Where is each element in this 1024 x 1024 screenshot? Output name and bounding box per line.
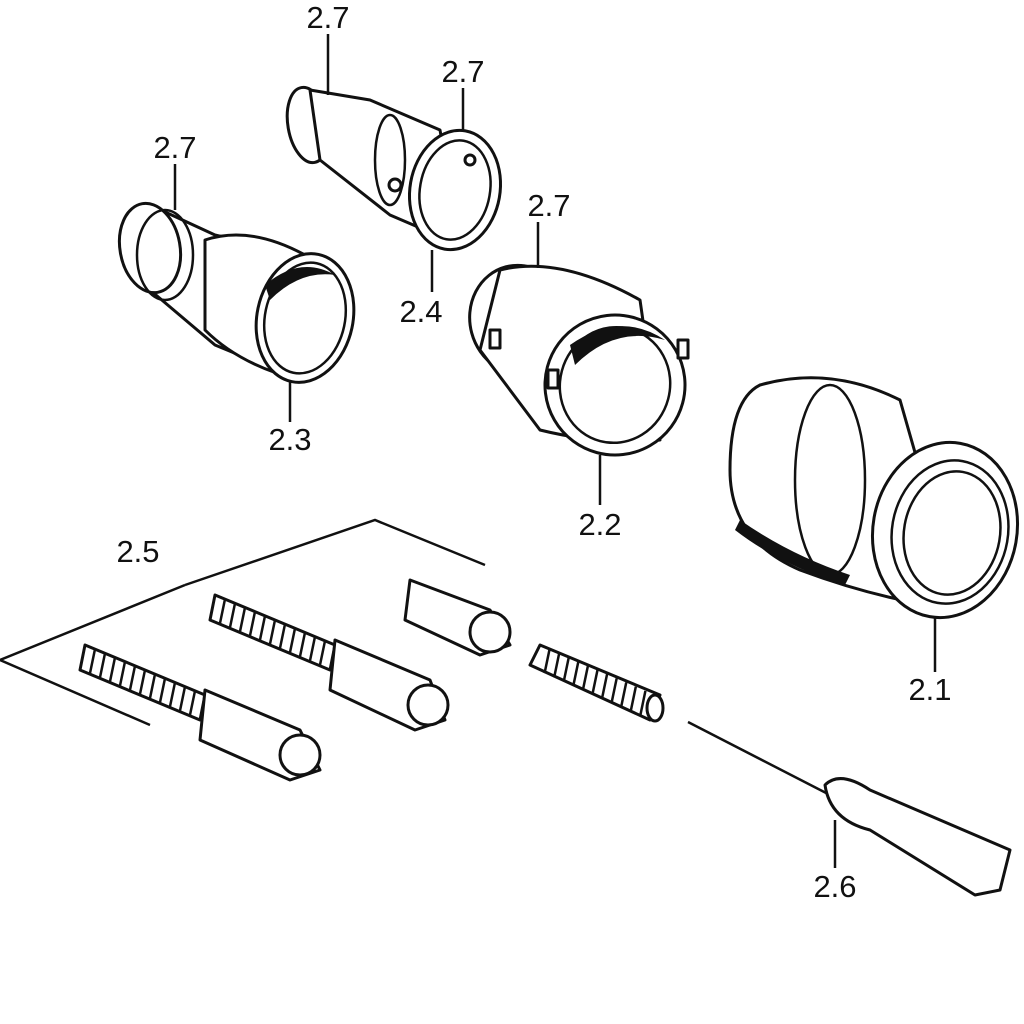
thread-line [268,619,277,645]
thread-line [188,690,197,716]
leader-lines [173,34,937,868]
label-2-4: 2.4 [399,294,443,329]
thread-line [308,636,317,661]
part-2-4-cartridge [285,85,503,252]
hex-nut [403,578,512,657]
thread-line [639,690,647,716]
part-2-1-housing [728,376,1020,620]
thread-line [128,665,137,691]
label-2-1: 2.1 [908,672,952,707]
screw-left [78,643,322,782]
thread-line [118,661,127,686]
thread-line [572,661,580,686]
label-2-6: 2.6 [813,869,857,904]
label-2-7-cartridge-2-3: 2.7 [153,130,197,165]
thread-line [108,657,117,682]
thread-line [218,598,227,624]
thread-line [600,673,609,699]
set-screw [528,643,665,723]
thread-line [278,623,287,649]
thread-line [238,607,247,632]
part-2-3-cartridge [117,201,356,384]
thread-line [248,611,257,636]
part-2-5-bracket-lines [0,518,486,727]
label-2-7-top: 2.7 [306,0,350,35]
thread-line [620,682,628,707]
thread-line [543,648,551,674]
thread-line [148,673,157,699]
thread-line [610,678,618,703]
thread-line [591,669,599,695]
thread-line [562,657,570,682]
thread-line [228,603,237,628]
thread-line [158,678,167,703]
part-2-6-screwdriver [687,720,1012,897]
thread-line [258,615,267,641]
thread-line [88,648,97,674]
label-2-5: 2.5 [116,534,160,569]
label-2-7-sleeve: 2.7 [527,188,571,223]
thread-line [298,632,307,657]
thread-line [318,640,327,666]
thread-line [138,669,147,695]
label-2-3: 2.3 [268,422,312,457]
thread-line [581,665,590,691]
thread-line [168,682,177,707]
part-2-2-sleeve [468,263,690,457]
label-2-7-cartridge-2-4: 2.7 [441,54,485,89]
thread-line [629,686,638,711]
thread-line [288,628,297,653]
label-2-2: 2.2 [578,507,622,542]
thread-line [98,653,107,678]
thread-line [178,686,187,711]
thread-line [552,653,561,678]
